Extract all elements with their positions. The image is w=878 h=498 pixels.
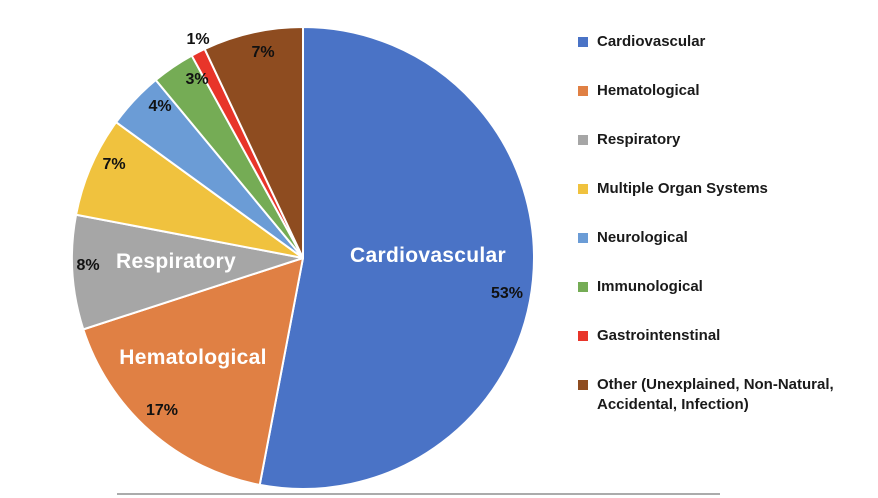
legend-item-other: Other (Unexplained, Non-Natural, Acciden… <box>578 375 868 415</box>
legend-label: Cardiovascular <box>597 33 706 50</box>
legend-item-immunological: Immunological <box>578 277 868 297</box>
pie-slice-multiple-organ-systems <box>75 121 304 259</box>
legend-label: Other (Unexplained, Non-Natural, Acciden… <box>597 376 834 413</box>
legend-label: Hematological <box>597 82 700 99</box>
pie-slice-other-unexplained-non-natural-accidental-infection <box>203 26 304 259</box>
pie-slice-hematological <box>82 257 304 486</box>
pie-slice-cardiovascular <box>258 26 535 490</box>
legend-label: Neurological <box>597 229 688 246</box>
legend-item-gastrointenstinal: Gastrointenstinal <box>578 326 868 346</box>
chart-legend: Cardiovascular Hematological Respiratory… <box>578 32 868 444</box>
legend-swatch-icon <box>578 184 588 194</box>
legend-item-respiratory: Respiratory <box>578 130 868 150</box>
legend-item-multiple-organ-systems: Multiple Organ Systems <box>578 179 868 199</box>
legend-swatch-icon <box>578 233 588 243</box>
legend-label: Immunological <box>597 278 703 295</box>
legend-item-cardiovascular: Cardiovascular <box>578 32 868 52</box>
legend-swatch-icon <box>578 380 588 390</box>
legend-item-neurological: Neurological <box>578 228 868 248</box>
pie-slice-respiratory <box>71 213 304 331</box>
legend-label: Gastrointenstinal <box>597 327 721 344</box>
legend-swatch-icon <box>578 282 588 292</box>
bottom-divider <box>117 493 720 495</box>
legend-item-hematological: Hematological <box>578 81 868 101</box>
legend-label: Multiple Organ Systems <box>597 180 768 197</box>
legend-swatch-icon <box>578 135 588 145</box>
legend-label: Respiratory <box>597 131 681 148</box>
legend-swatch-icon <box>578 331 588 341</box>
legend-swatch-icon <box>578 37 588 47</box>
legend-swatch-icon <box>578 86 588 96</box>
